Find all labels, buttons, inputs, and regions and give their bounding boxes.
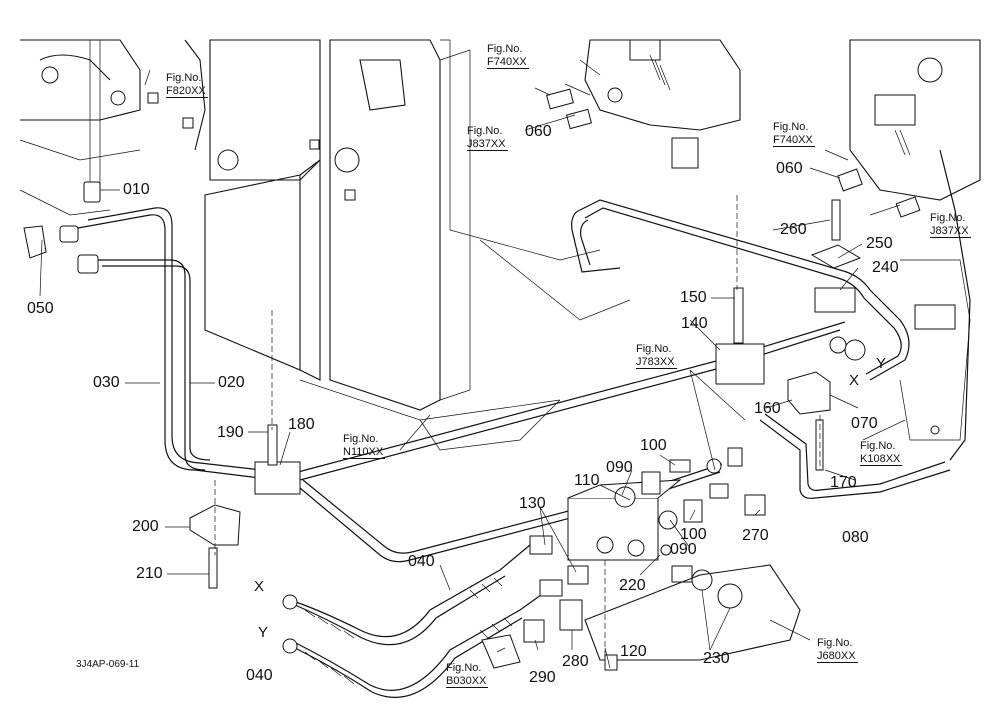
part-label-060-top: 060: [525, 123, 552, 140]
part-label-130: 130: [519, 495, 546, 512]
part-label-040-upper: 040: [408, 553, 435, 570]
valve-assembly-top: [545, 39, 741, 169]
figure-ref-j680: Fig.No.J680XX: [817, 637, 858, 664]
part-label-170: 170: [830, 474, 857, 491]
part-label-140: 140: [681, 315, 708, 332]
part-label-190: 190: [217, 424, 244, 441]
part-label-290: 290: [529, 669, 556, 686]
part-label-090-upper: 090: [606, 459, 633, 476]
machine-frame-center: [204, 39, 631, 451]
part-label-210: 210: [136, 565, 163, 582]
hoses: [289, 544, 556, 699]
part-label-010: 010: [123, 181, 150, 198]
part-label-250: 250: [866, 235, 893, 252]
figure-ref-j837-right: Fig.No.J837XX: [930, 212, 971, 239]
part-label-030: 030: [93, 374, 120, 391]
part-label-240: 240: [872, 259, 899, 276]
part-label-230: 230: [703, 650, 730, 667]
figure-ref-j837-top: Fig.No.J837XX: [467, 125, 508, 152]
figure-ref-f740-right: Fig.No.F740XX: [773, 121, 815, 148]
part-label-050: 050: [27, 300, 54, 317]
part-label-200: 200: [132, 518, 159, 535]
figure-ref-f740-top: Fig.No.F740XX: [487, 43, 529, 70]
leader-lines: [39, 59, 906, 669]
part-label-260: 260: [780, 221, 807, 238]
valve-assembly-right: [837, 39, 981, 441]
part-label-110: 110: [574, 472, 600, 489]
part-label-150: 150: [680, 289, 707, 306]
fittings: [23, 181, 956, 671]
connection-mark-y-hose: Y: [258, 624, 269, 641]
part-label-270: 270: [742, 527, 769, 544]
connection-mark-y-pipe: Y: [876, 355, 887, 372]
drawing-identifier: 3J4AP-069-11: [76, 659, 140, 670]
part-label-020: 020: [218, 374, 245, 391]
figure-ref-j783: Fig.No.J783XX: [636, 343, 677, 370]
figure-ref-b030: Fig.No.B030XX: [446, 662, 489, 689]
part-label-070: 070: [851, 415, 878, 432]
part-label-180: 180: [288, 416, 315, 433]
part-label-040-lower: 040: [246, 667, 273, 684]
part-label-100-lower: 100: [680, 526, 707, 543]
pipe-runs: [77, 149, 971, 563]
figure-ref-k108: Fig.No.K108XX: [860, 440, 903, 467]
part-label-280: 280: [562, 653, 589, 670]
part-label-100-upper: 100: [640, 437, 667, 454]
figure-ref-n110: Fig.No.N110XX: [343, 433, 386, 460]
part-label-160: 160: [754, 400, 781, 417]
figure-ref-f820: Fig.No.F820XX: [166, 72, 208, 99]
part-label-090-lower: 090: [670, 541, 697, 558]
part-label-060-right: 060: [776, 160, 803, 177]
part-label-120: 120: [620, 643, 647, 660]
part-label-080: 080: [842, 529, 869, 546]
machine-frame-left: [19, 39, 206, 216]
connection-mark-x-pipe: X: [849, 372, 860, 389]
connection-mark-x-hose: X: [254, 578, 265, 595]
part-label-220: 220: [619, 577, 646, 594]
